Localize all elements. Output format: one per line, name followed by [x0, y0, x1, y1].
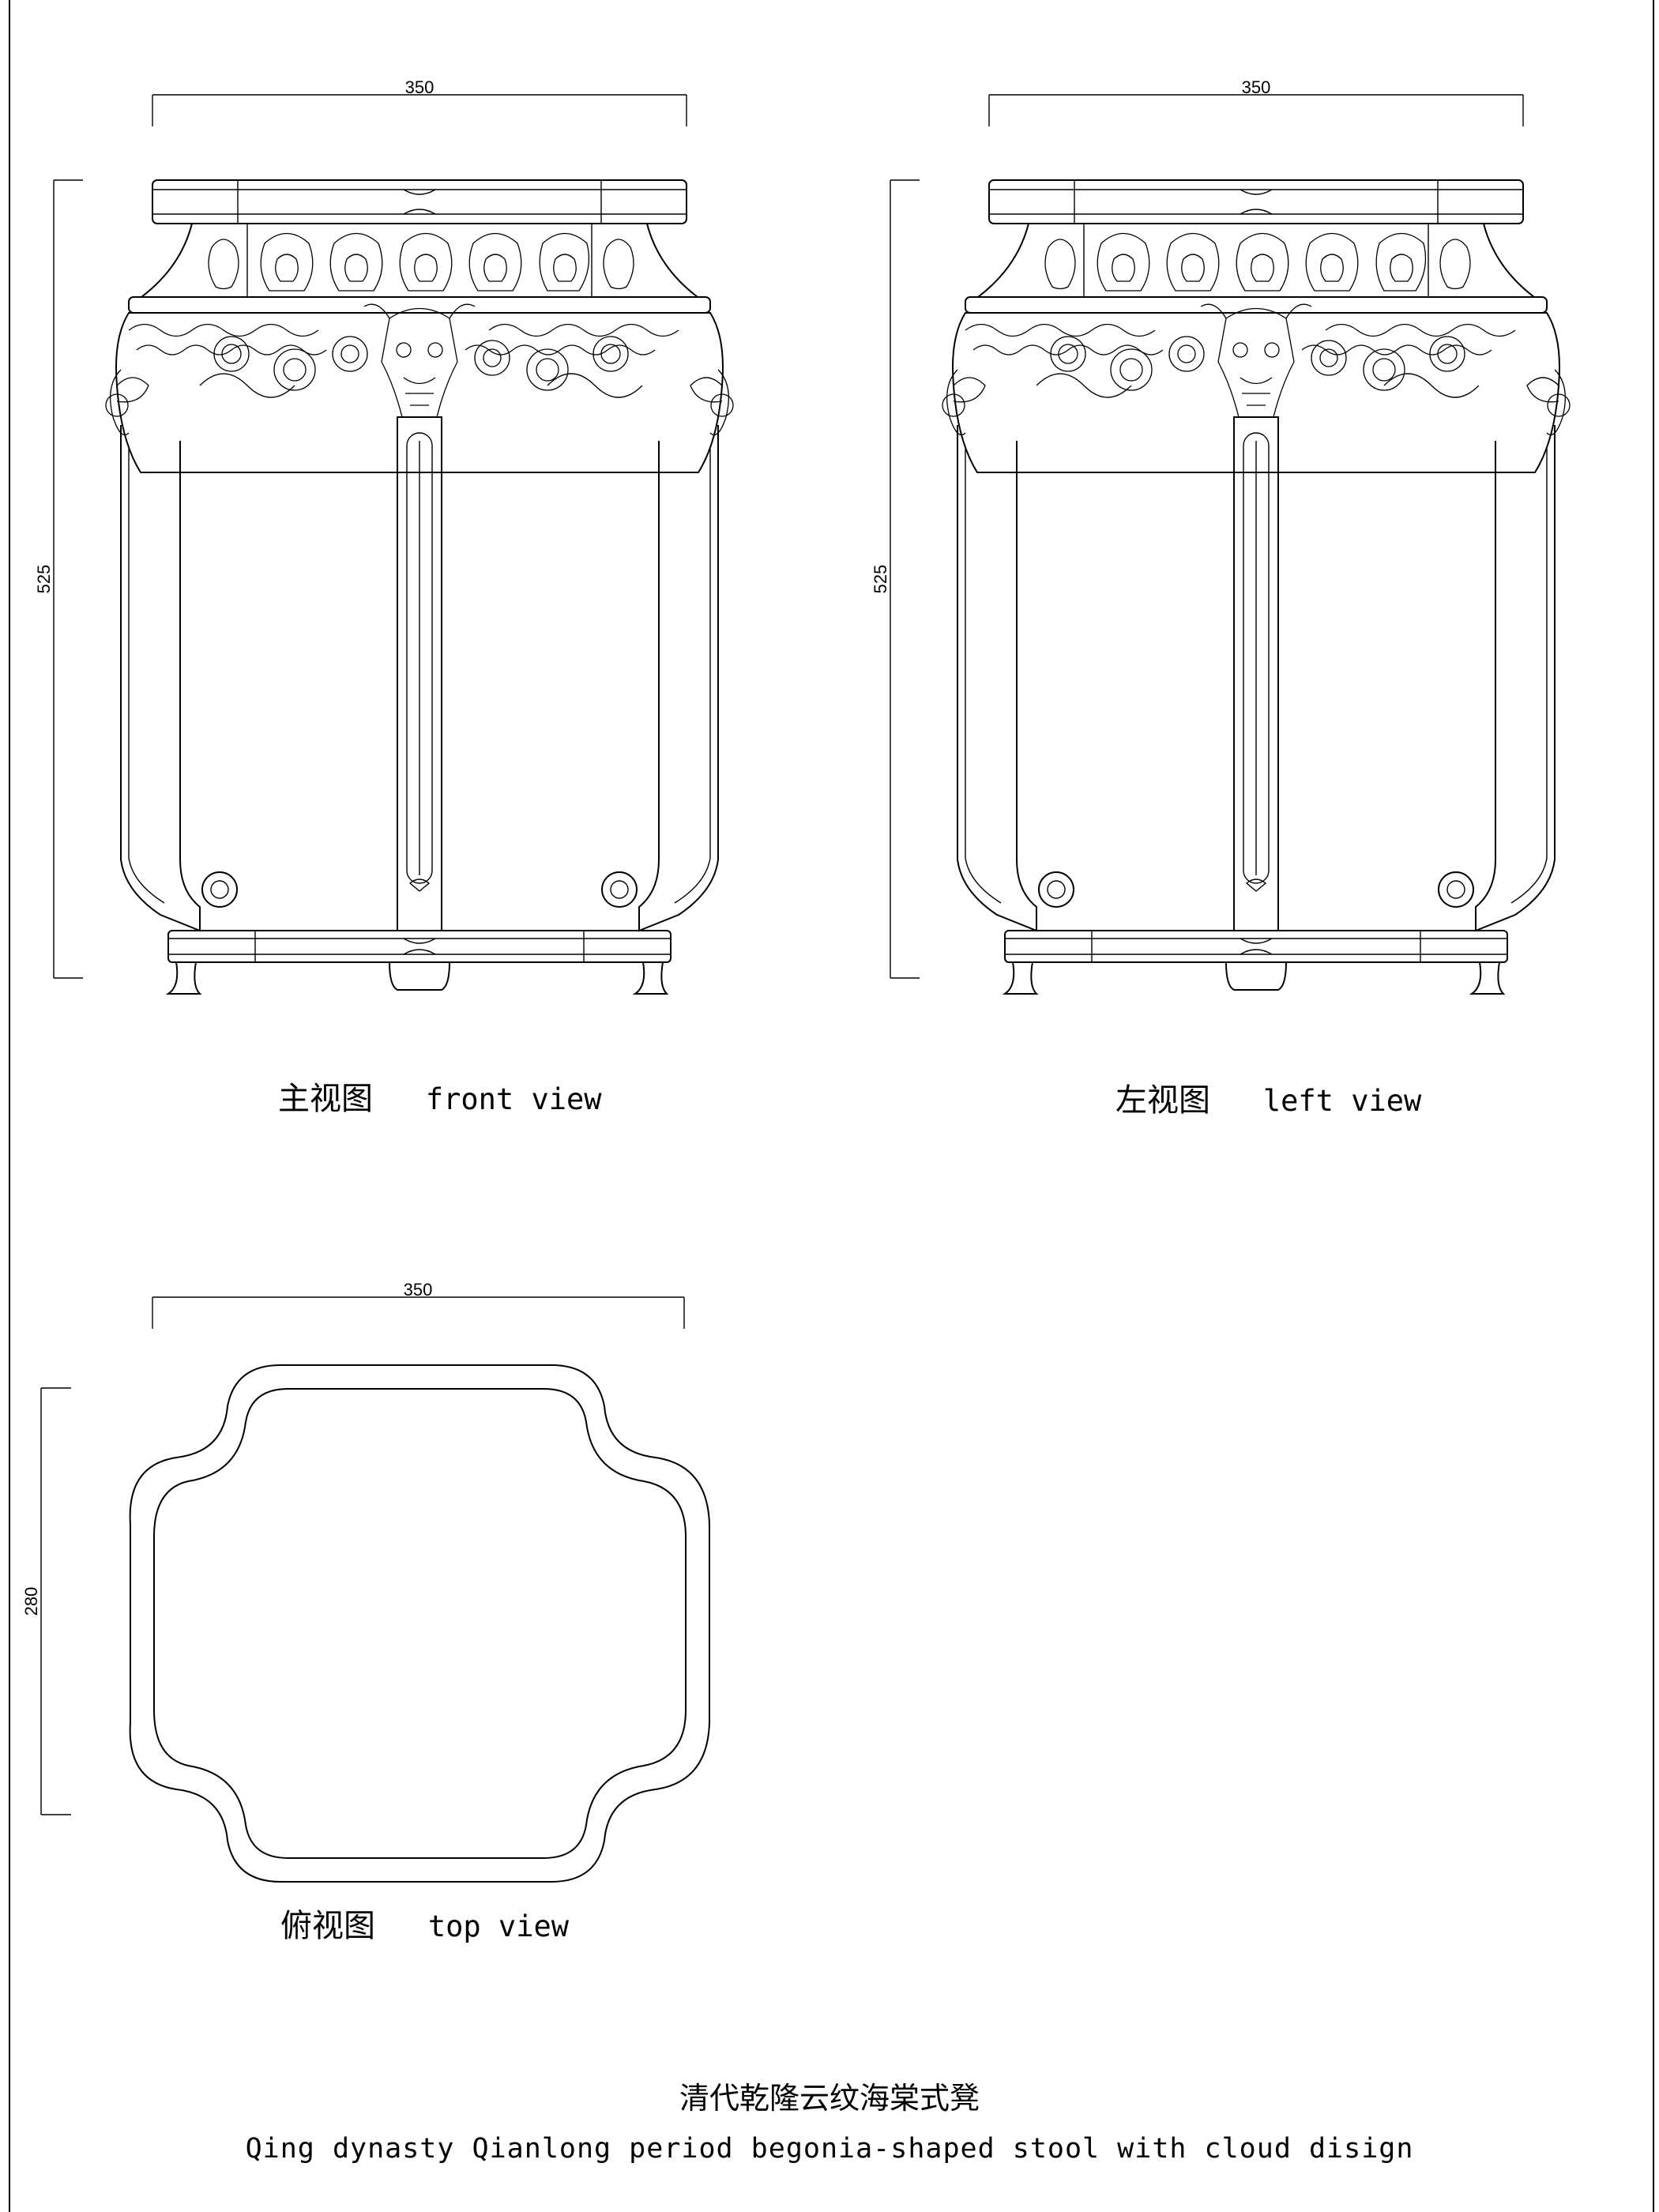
front-view-label-en: front view — [425, 1082, 602, 1116]
top-view-drawing: 350 280 — [21, 1280, 710, 1883]
left-view-caption: 左视图 left view — [1115, 1074, 1421, 1120]
top-view-label-zh: 俯视图 — [280, 1908, 375, 1944]
front-view-label-zh: 主视图 — [278, 1081, 373, 1117]
left-width-dim: 350 — [1242, 77, 1271, 97]
left-view-drawing: 350 525 — [871, 77, 1571, 995]
left-view-label-en: left view — [1262, 1084, 1422, 1118]
top-width-dim: 350 — [404, 1280, 433, 1300]
top-outline-outer — [129, 1364, 710, 1883]
left-height-dim: 525 — [871, 565, 890, 594]
left-view-label-zh: 左视图 — [1115, 1082, 1210, 1119]
front-height-dim: 525 — [34, 565, 54, 594]
front-view-caption: 主视图 front view — [278, 1073, 602, 1119]
top-depth-dim: 280 — [21, 1587, 41, 1616]
front-width-dim: 350 — [405, 77, 434, 97]
top-view-label-en: top view — [427, 1909, 570, 1943]
top-view-caption: 俯视图 top view — [280, 1900, 569, 1946]
drawing-title-zh: 清代乾隆云纹海棠式凳 — [679, 2081, 980, 2116]
drawing-title-en: Qing dynasty Qianlong period begonia-sha… — [245, 2133, 1414, 2165]
top-outline-inner — [153, 1388, 687, 1859]
front-view-drawing: 350 525 — [34, 77, 734, 995]
